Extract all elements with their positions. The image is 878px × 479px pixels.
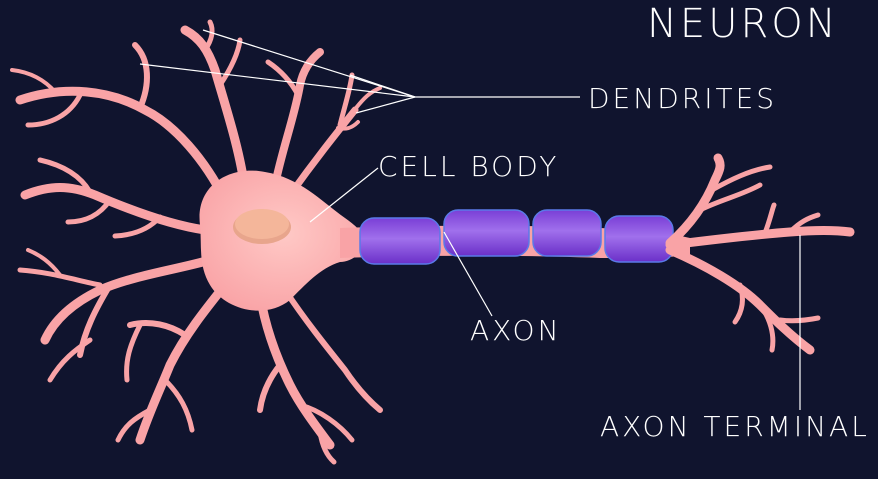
myelin-segment — [443, 209, 530, 257]
diagram-title: NEURON — [647, 1, 839, 47]
myelin-segment — [532, 209, 602, 257]
axon-terminal — [665, 153, 855, 355]
label-axon-terminal: AXON TERMINAL — [600, 410, 870, 443]
myelin-sheath — [359, 209, 674, 265]
myelin-segment — [359, 217, 441, 265]
leader-lines — [139, 29, 801, 410]
label-axon: AXON — [470, 314, 562, 347]
label-dendrites: DENDRITES — [588, 82, 777, 115]
cell-body — [199, 170, 368, 311]
label-cell-body: CELL BODY — [378, 150, 559, 183]
myelin-segment — [604, 215, 674, 263]
dendrites — [10, 19, 383, 465]
nucleus — [235, 209, 289, 239]
